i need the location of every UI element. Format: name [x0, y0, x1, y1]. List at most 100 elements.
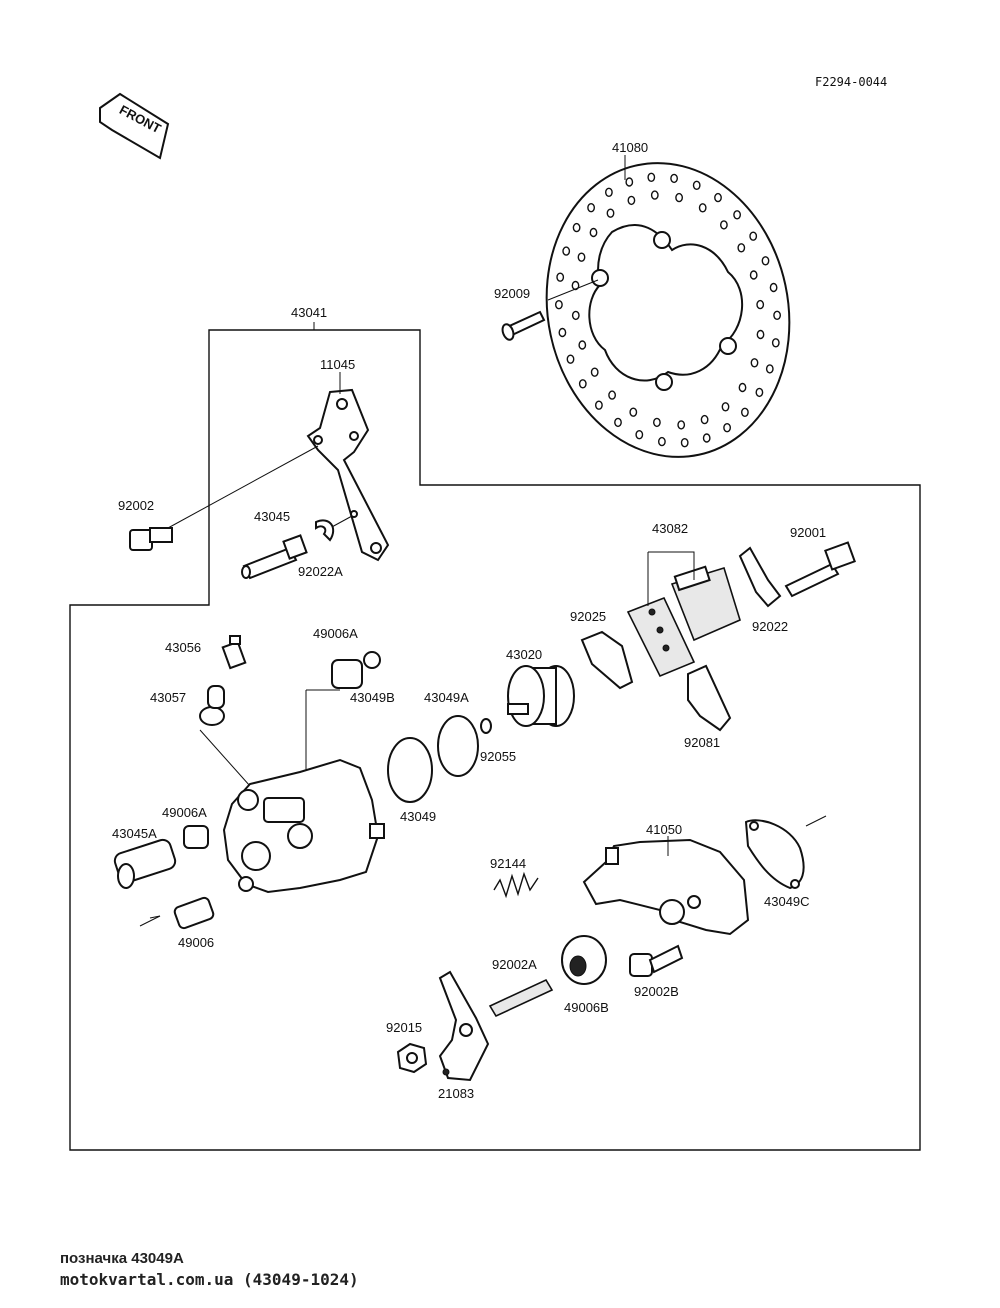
label-92002A: 92002A [492, 957, 537, 972]
bearing-49006B [561, 935, 607, 985]
disc-hole [761, 256, 770, 266]
label-92015: 92015 [386, 1020, 422, 1035]
label-43056: 43056 [165, 640, 201, 655]
disc-hole [765, 364, 774, 374]
disc-hole [670, 173, 678, 184]
disc-hole [650, 190, 659, 200]
leader-92002 [167, 445, 319, 529]
shim-92025 [580, 630, 634, 690]
label-43082: 43082 [652, 521, 688, 536]
boot-49006 [173, 896, 215, 930]
disc-hole [755, 387, 764, 398]
disc-hole [627, 195, 636, 206]
bolt-92002B [629, 944, 684, 977]
disc-hole [566, 354, 575, 364]
footer-part-note: позначка 43049A [60, 1250, 184, 1267]
gasket-43049C [744, 819, 805, 890]
disc-hole [577, 252, 586, 262]
disc-hole [625, 177, 634, 187]
label-41080: 41080 [612, 140, 648, 155]
label-92022: 92022 [752, 619, 788, 634]
disc-hole [614, 417, 622, 428]
brake-pads-43082 [626, 565, 741, 678]
leader-92009 [547, 279, 599, 301]
disc-hole [555, 300, 563, 310]
label-92002: 92002 [118, 498, 154, 513]
disc-hole [692, 180, 701, 191]
disc-hole [749, 270, 758, 280]
disc-hole [737, 243, 746, 253]
disc-hole [698, 203, 707, 213]
disc-hole [750, 358, 759, 368]
disc-hole [714, 192, 722, 203]
disc-hole [653, 417, 661, 428]
label-92025: 92025 [570, 609, 606, 624]
label-92055: 92055 [480, 749, 516, 764]
label-43020: 43020 [506, 647, 542, 662]
label-92022A: 92022A [298, 564, 343, 579]
footer-site-link[interactable]: motokvartal.com.ua (43049-1024) [60, 1270, 359, 1289]
disc-hole [558, 327, 567, 338]
label-49006A-left: 49006A [162, 805, 207, 820]
label-43041: 43041 [291, 305, 327, 320]
spring-92081 [687, 664, 732, 732]
label-43049A: 43049A [424, 690, 469, 705]
disc-hole [562, 246, 571, 256]
label-92081: 92081 [684, 735, 720, 750]
leader-43082 [647, 551, 695, 606]
brake-disc [545, 162, 791, 458]
disc-hole [756, 329, 765, 340]
label-92001: 92001 [790, 525, 826, 540]
disc-hole [680, 438, 689, 448]
disc-hole [733, 210, 741, 220]
disc-hole [589, 227, 598, 238]
disc-hole [741, 407, 749, 417]
disc-hole [629, 407, 638, 417]
spring-92144 [493, 871, 539, 899]
disc-hole [572, 222, 581, 233]
diagram-code: F2294-0044 [815, 75, 887, 89]
seal-43049 [387, 737, 433, 803]
bolt-92009 [501, 310, 546, 341]
disc-hole [578, 340, 587, 350]
label-92002B: 92002B [634, 984, 679, 999]
leader-43057 [199, 729, 251, 787]
disc-hole [635, 430, 644, 440]
lever-21083 [438, 970, 490, 1082]
disc-hole [571, 310, 580, 321]
disc-hole [723, 423, 731, 433]
disc-hole [606, 208, 615, 218]
label-11045: 11045 [320, 357, 355, 372]
disc-hole [595, 400, 603, 410]
label-92144: 92144 [490, 856, 526, 871]
disc-hole [658, 436, 666, 447]
adjuster-92002A [488, 978, 554, 1018]
fitting-43057 [199, 685, 225, 726]
bolt-92002 [129, 527, 173, 551]
label-49006A-top: 49006A [313, 626, 358, 641]
label-43049B: 43049B [350, 690, 395, 705]
disc-hole [756, 299, 765, 310]
label-43045A: 43045A [112, 826, 157, 841]
label-43049: 43049 [400, 809, 436, 824]
boot-49006A-left [183, 825, 209, 849]
disc-hole [556, 272, 565, 282]
disc-hole [587, 202, 595, 213]
clip-92022A [315, 519, 335, 542]
disc-hole [647, 172, 656, 183]
leader-bracket-pin [329, 515, 353, 529]
clip-92022 [738, 546, 782, 608]
disc-hole [590, 367, 599, 377]
caliper-body [222, 758, 385, 894]
label-49006B: 49006B [564, 1000, 609, 1015]
boot-49006A-top [331, 651, 381, 689]
pin-43045A [113, 838, 177, 889]
label-43049C: 43049C [764, 894, 810, 909]
label-41050: 41050 [646, 822, 682, 837]
label-43045: 43045 [254, 509, 290, 524]
front-arrow-icon: FRONT [99, 92, 170, 160]
nut-92015 [396, 1042, 428, 1074]
piston-43020 [507, 665, 575, 727]
label-43057: 43057 [150, 690, 186, 705]
